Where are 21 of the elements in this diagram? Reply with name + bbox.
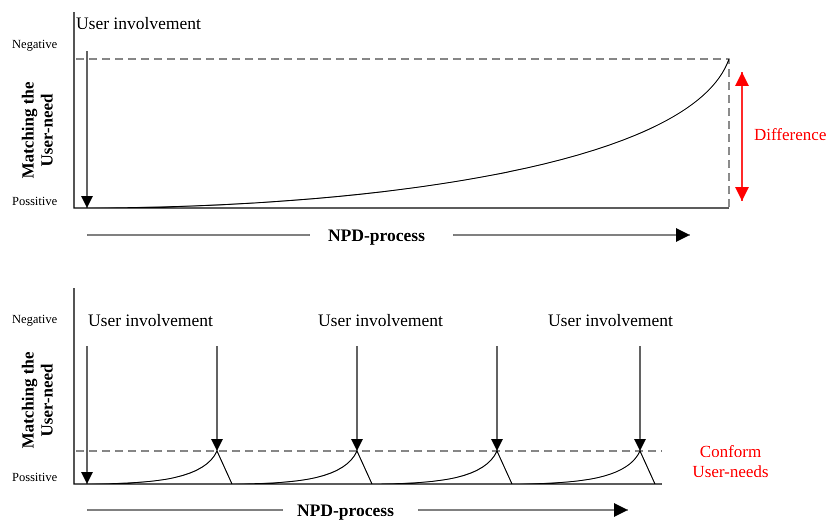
axis-label: Possitive — [12, 470, 58, 485]
axis-title: Matching the User-need — [18, 80, 56, 180]
annotation-text: User involvement — [318, 309, 443, 331]
annotation-text: User involvement — [76, 12, 201, 34]
arrow — [211, 346, 223, 451]
arrow — [491, 346, 503, 451]
arrow — [81, 51, 93, 208]
sawtooth-curve — [86, 450, 656, 485]
reference-label: Conform User-needs — [691, 442, 770, 482]
arrow — [351, 346, 363, 451]
annotation-text: User involvement — [88, 309, 213, 331]
axis-label: Negative — [12, 312, 58, 327]
dimension-label: Difference — [754, 125, 826, 145]
axis-title: NPD-process — [297, 499, 394, 520]
axis-label: Possitive — [12, 194, 58, 209]
annotation-text: User involvement — [548, 309, 673, 331]
axis-title: Matching the User-need — [18, 350, 56, 450]
arrow — [81, 346, 93, 484]
arrow — [634, 346, 646, 451]
axis-title: NPD-process — [328, 224, 425, 246]
axis-label: Negative — [12, 37, 58, 52]
